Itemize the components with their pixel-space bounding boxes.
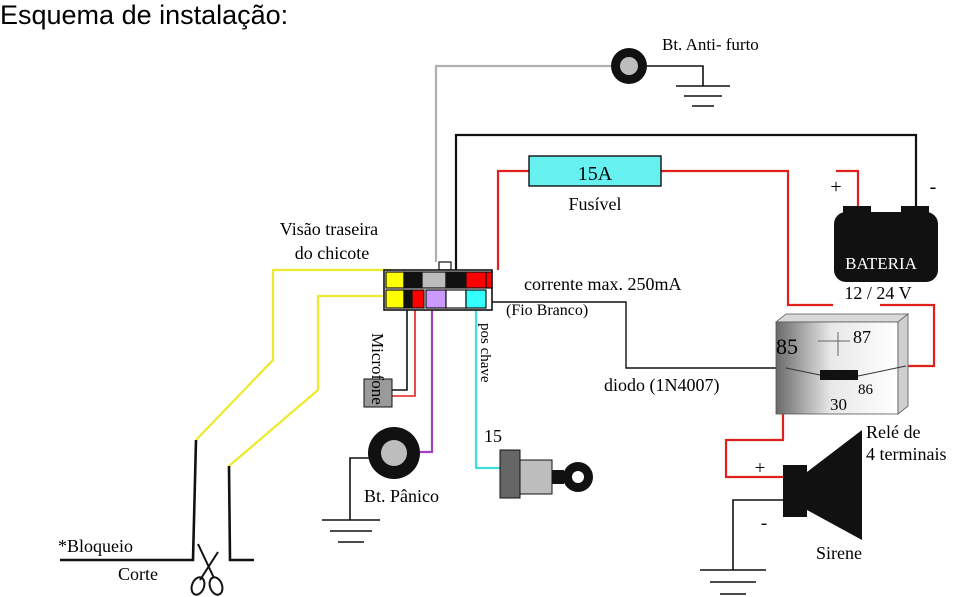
rear-view-line2: do chicote xyxy=(295,243,369,263)
ground-icon xyxy=(322,519,380,543)
relay-87: 87 xyxy=(853,327,871,347)
battery-icon xyxy=(834,206,938,282)
panic-wire xyxy=(420,302,434,454)
cut-wire-right xyxy=(227,465,254,562)
ignition-wire xyxy=(474,302,500,470)
ignition-pin-label: 15 xyxy=(484,426,502,446)
ground-icon xyxy=(700,569,766,595)
battery-plus: + xyxy=(830,176,841,198)
relay-85: 85 xyxy=(776,334,798,359)
page-title: Esquema de instalação: xyxy=(0,0,288,30)
block-wire-1 xyxy=(195,268,392,441)
siren-label: Sirene xyxy=(816,543,862,563)
relay-87-wire xyxy=(880,303,936,368)
relay-30-wire xyxy=(724,395,790,479)
siren-plus: + xyxy=(755,458,766,479)
fuse-label: Fusível xyxy=(568,194,621,214)
fuse-body xyxy=(528,155,662,187)
panic-button xyxy=(368,427,420,479)
fuse-left-wire xyxy=(496,169,529,270)
white-wire-label: (Fio Branco) xyxy=(506,302,588,319)
max-current-label: corrente max. 250mA xyxy=(524,274,681,294)
anti-theft-wire xyxy=(434,64,612,262)
fuse-rating: 15A xyxy=(578,163,613,185)
wires xyxy=(60,64,936,570)
microphone-label: Microfone xyxy=(368,333,387,405)
battery-label: BATERIA xyxy=(845,254,918,273)
siren-minus: - xyxy=(761,513,767,534)
siren-ground-wire xyxy=(732,499,785,570)
microphone-body xyxy=(363,378,393,408)
block-wire-2 xyxy=(228,294,392,467)
relay-icon xyxy=(774,313,910,415)
white-wire xyxy=(492,301,786,369)
ignition-key-icon xyxy=(499,449,593,499)
diode-label: diodo (1N4007) xyxy=(604,375,720,396)
battery-positive-wire xyxy=(836,169,860,210)
relay-30: 30 xyxy=(830,395,847,414)
scissors-icon xyxy=(190,543,224,596)
battery-voltage: 12 / 24 V xyxy=(844,283,911,303)
ignition-label: pos chave xyxy=(477,323,493,383)
microphone-wire-1 xyxy=(392,300,408,391)
anti-theft-button xyxy=(611,48,647,84)
block-label-line2: Corte xyxy=(118,564,158,584)
relay-label-line2: 4 terminais xyxy=(866,444,946,464)
block-label-line1: *Bloqueio xyxy=(58,536,133,556)
harness-connector xyxy=(383,261,493,311)
anti-theft-label: Bt. Anti- furto xyxy=(662,35,759,54)
cut-wire-left xyxy=(60,439,198,562)
relay-86: 86 xyxy=(858,382,874,398)
panic-ground-wire xyxy=(349,457,370,520)
siren-icon xyxy=(783,430,862,540)
rear-view-line1: Visão traseira xyxy=(280,219,378,239)
relay-label-line1: Relé de xyxy=(866,422,920,442)
fuse-right-wire xyxy=(661,169,833,307)
microphone-wire-2 xyxy=(392,300,416,397)
battery-negative-wire xyxy=(454,133,918,270)
ground-icon xyxy=(676,85,730,107)
anti-theft-ground-wire xyxy=(645,65,704,86)
battery-minus: - xyxy=(930,176,937,198)
panic-label: Bt. Pânico xyxy=(364,486,439,506)
